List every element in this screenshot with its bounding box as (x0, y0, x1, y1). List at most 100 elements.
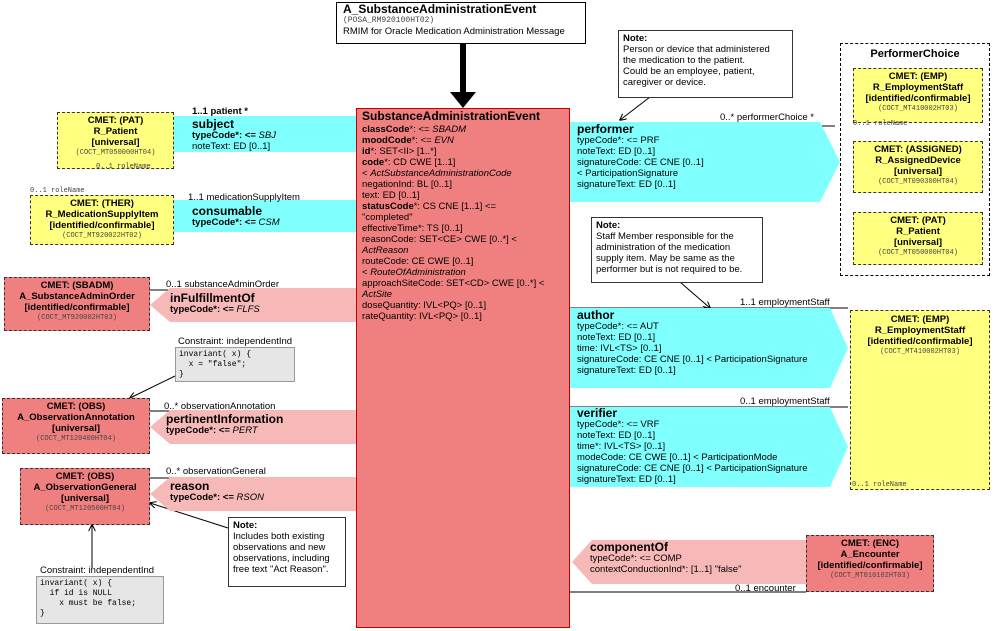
pc-emp-role: 0..1 roleName (853, 120, 908, 128)
title-description: RMIM for Oracle Medication Administratio… (343, 26, 565, 37)
consumable-label: 1..1 medicationSupplyItem (188, 192, 300, 203)
main-class-attribute: ActSite (362, 289, 393, 300)
cmet-supply-l3: [identified/confirmable] (49, 220, 155, 231)
note-line: the medication to the patient. (623, 55, 745, 66)
pc-device-id: (COCT_MT090300HT04) (878, 178, 958, 186)
cmet-order-l3: [identified/confirmable] (24, 302, 130, 313)
performer-attribute: < ParticipationSignature (577, 168, 679, 179)
main-class-attribute: rateQuantity: IVL<PQ> [0..1] (362, 311, 482, 322)
verifier-attribute: noteText: ED [0..1] (577, 430, 656, 441)
componentof-attribute: typeCode*: <= COMP (590, 553, 682, 564)
note-performer: Note: Person or device that administered… (618, 30, 793, 98)
title-box: A_SubstanceAdministrationEvent (POSA_RM9… (336, 2, 586, 44)
cmet-general: CMET: (OBS) A_ObservationGeneral [univer… (20, 468, 150, 525)
main-class-attribute: approachSiteCode: SET<CD> CWE [0..*] < (362, 278, 545, 289)
pc-device-l3: [universal] (893, 166, 943, 177)
note-line: free text "Act Reason". (233, 564, 329, 575)
author-attribute: noteText: ED [0..1] (577, 332, 656, 343)
cmet-employment-l2: R_EmploymentStaff (874, 325, 966, 336)
constraint-general-title: Constraint: independentInd (40, 565, 155, 576)
pc-device: CMET: (ASSIGNED) R_AssignedDevice [unive… (853, 141, 983, 193)
fulfillment-label: 0..1 substanceAdminOrder (166, 279, 280, 290)
main-class-attribute: reasonCode: SET<CE> CWE [0..*] < (362, 234, 517, 245)
constraint-general-code: invariant( x) { if id is NULL x must be … (40, 579, 160, 619)
subject-type-prefix: typeCode*: <= (192, 130, 259, 141)
cmet-general-l2: A_ObservationGeneral (33, 482, 137, 493)
cmet-employment: CMET: (EMP) R_EmploymentStaff [identifie… (850, 310, 990, 490)
constraint-line: if id is NULL (40, 589, 113, 598)
pertinent-name: pertinentInformation (166, 412, 284, 426)
main-class-attribute: routeCode: CE CWE [0..1] (362, 256, 474, 267)
constraint-line: invariant( x) { (179, 350, 252, 359)
constraint-line: invariant( x) { (40, 579, 113, 588)
verifier-label: 0..1 employmentStaff (740, 396, 830, 407)
author-attribute: typeCode*: <= AUT (577, 321, 659, 332)
performer-attribute: signatureText: ED [0..1] (577, 179, 676, 190)
subject-assoc: subject typeCode*: <= SBJ noteText: ED [… (192, 118, 276, 152)
cmet-patient-l1: CMET: (PAT) (87, 115, 144, 126)
author-attribute: signatureCode: CE CNE [0..1] < Participa… (577, 354, 808, 365)
note-reason-title: Note: (233, 520, 258, 531)
pc-emp-l1: CMET: (EMP) (888, 71, 948, 82)
title-id: (POSA_RM920100HT02) (343, 16, 435, 25)
title-name: A_SubstanceAdministrationEvent (343, 2, 537, 16)
performer-name: performer (577, 122, 634, 136)
constraint-line: x = "false"; (179, 360, 247, 369)
cmet-patient-l2: R_Patient (93, 126, 138, 137)
note-line: administration of the medication (596, 242, 731, 253)
consumable-type: CSM (258, 217, 280, 228)
note-line: supply item. May be same as the (596, 253, 735, 264)
fulfillment-type-prefix: typeCode*: <= (170, 304, 237, 315)
constraint-line: } (179, 370, 184, 379)
cmet-employment-role: 0..1 roleName (852, 481, 907, 489)
main-class-box: SubstanceAdministrationEvent classCode*:… (356, 108, 570, 628)
componentof-label: 0..1 encounter (735, 583, 796, 594)
fulfillment-type: FLFS (236, 304, 260, 315)
pertinent-label: 0..* observationAnnotation (164, 401, 276, 412)
cmet-employment-l1: CMET: (EMP) (890, 314, 950, 325)
cmet-encounter-l3: [identified/confirmable] (817, 560, 923, 571)
performer-label: 0..* performerChoice * (720, 112, 814, 123)
note-line: Staff Member responsible for the (596, 231, 734, 242)
main-class-attribute: id*: SET<II> [1..*] (362, 146, 437, 157)
cmet-encounter-l2: A_Encounter (840, 549, 900, 560)
note-line: observations, including (233, 553, 330, 564)
cmet-patient: CMET: (PAT) R_Patient [universal] (COCT_… (57, 112, 174, 169)
fulfillment-assoc: inFulfillmentOf typeCode*: <= FLFS (170, 292, 260, 315)
consumable-assoc: consumable typeCode*: <= CSM (192, 205, 280, 228)
main-class-attribute: classCode*: <= SBADM (362, 124, 467, 135)
cmet-general-l1: CMET: (OBS) (55, 471, 115, 482)
componentof-name: componentOf (590, 540, 668, 554)
main-class-attribute: doseQuantity: IVL<PQ> [0..1] (362, 300, 487, 311)
main-class-attribute: ActReason (362, 245, 409, 256)
constraint-annotation-title: Constraint: independentInd (178, 336, 293, 347)
pc-emp-l3: [identified/confirmable] (865, 93, 971, 104)
note-line: Includes both existing (233, 531, 325, 542)
reason-label: 0..* observationGeneral (166, 466, 266, 477)
cmet-encounter-id: (COCT_MT010102HT03) (830, 572, 910, 580)
main-class-attribute: < RouteOfAdministration (362, 267, 466, 278)
cmet-supply-l2: R_MedicationSupplyItem (45, 209, 159, 220)
pc-emp: CMET: (EMP) R_EmploymentStaff [identifie… (853, 68, 983, 123)
cmet-annotation-id: (COCT_MT120400HT04) (36, 435, 116, 443)
verifier-attribute: signatureText: ED [0..1] (577, 474, 676, 485)
pertinent-assoc: pertinentInformation typeCode*: <= PERT (166, 412, 284, 436)
cmet-annotation-l1: CMET: (OBS) (46, 401, 106, 412)
pc-pat-l1: CMET: (PAT) (890, 215, 946, 226)
consumable-type-prefix: typeCode*: <= (192, 217, 259, 228)
pc-pat-l2: R_Patient (896, 226, 940, 237)
main-class-attribute: "completed" (362, 212, 413, 223)
main-class-attribute: text: ED [0..1] (362, 190, 420, 201)
cmet-general-id: (COCT_MT120500HT04) (45, 505, 125, 513)
cmet-general-l3: [universal] (60, 493, 110, 504)
